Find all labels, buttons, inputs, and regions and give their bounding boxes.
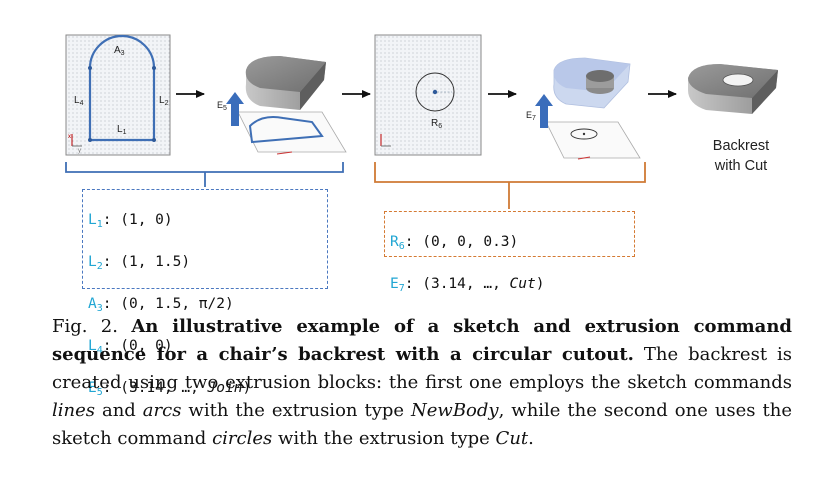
sketch-panel-2	[374, 34, 482, 156]
figure-caption: Fig. 2. An illustrative example of a ske…	[52, 316, 792, 449]
svg-text:x: x	[68, 134, 71, 140]
result-label: Backrest with Cut	[712, 138, 770, 174]
command-line: L4: (0, 0)	[88, 338, 173, 356]
caption-bold-title: An illustrative example of a sketch and …	[52, 316, 792, 365]
command-line: E5: (3.14, …, Join)	[88, 380, 252, 398]
extrude-step-1	[226, 56, 347, 155]
label-line-l4: L4	[74, 95, 84, 107]
command-line: R6: (0, 0, 0.3)	[390, 234, 519, 252]
command-sequence-block-2: R6: (0, 0, 0.3) E7: (3.14, …, Cut)	[384, 211, 635, 294]
command-sequence-block-1: L1: (1, 0) L2: (1, 1.5) A3: (0, 1.5, π/2…	[82, 189, 328, 398]
label-extrude-e7: E7	[526, 110, 536, 122]
svg-text:y: y	[78, 148, 81, 154]
result-backrest	[688, 64, 778, 114]
label-extrude-e5: E5	[217, 100, 227, 112]
extrude-step-2	[535, 57, 641, 160]
bracket-block-2	[374, 162, 646, 183]
command-line: L2: (1, 1.5)	[88, 254, 191, 272]
sketch-panel-1: x y	[65, 34, 171, 156]
label-circle-r6: R6	[431, 118, 443, 130]
sketch-profile-1	[88, 34, 156, 142]
figure-number: Fig. 2.	[52, 316, 118, 337]
bracket-block-1	[65, 162, 344, 173]
command-line: L1: (1, 0)	[88, 212, 173, 230]
command-line: A3: (0, 1.5, π/2)	[88, 296, 234, 314]
label-line-l2: L2	[159, 95, 169, 107]
label-arc-a3: A3	[114, 45, 125, 57]
command-line: E7: (3.14, …, Cut)	[390, 276, 545, 294]
label-line-l1: L1	[117, 124, 127, 136]
